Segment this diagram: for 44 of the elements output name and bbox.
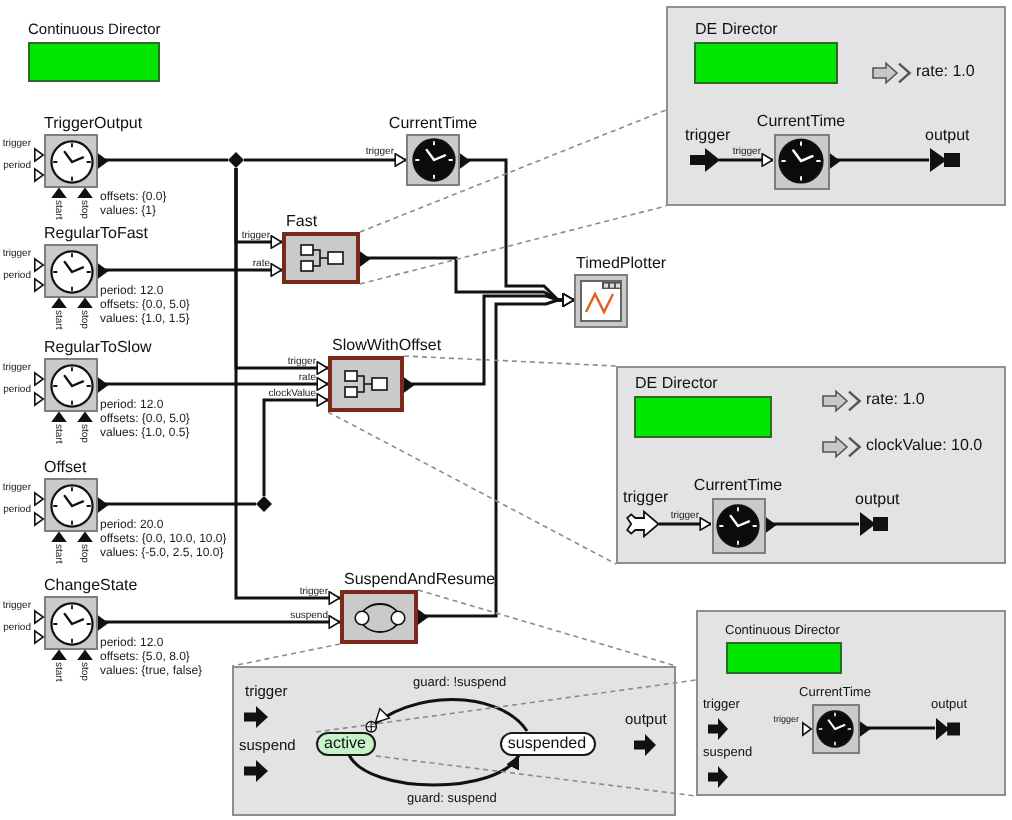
connector-arrow <box>262 393 329 496</box>
connector-arrow <box>234 168 341 605</box>
dashed-line <box>375 755 697 797</box>
dashed-line <box>403 355 617 367</box>
actor-name: RegularToFast <box>44 223 149 242</box>
dashed-line <box>231 643 341 667</box>
actor-name: SlowWithOffset <box>332 335 442 354</box>
state-node: active <box>315 731 375 755</box>
junction-diamond <box>256 496 272 512</box>
actor-name: CurrentTime <box>693 476 783 495</box>
inset-panel <box>666 6 1006 206</box>
actor-name: TriggerOutput <box>44 113 143 132</box>
dashed-line <box>359 205 667 285</box>
port-name: output <box>855 490 900 509</box>
actor-name: SuspendAndResume <box>344 569 496 588</box>
actor-name: CurrentTime <box>388 113 478 132</box>
actor-name: TimedPlotter <box>576 253 667 272</box>
transition-arrow <box>365 698 529 734</box>
dashed-line <box>417 589 677 667</box>
port-name: output <box>925 126 970 145</box>
connector-arrow <box>244 153 407 167</box>
junction-diamond <box>228 152 244 168</box>
inset-panel <box>696 610 1006 796</box>
director-name: DE Director <box>695 20 778 39</box>
port-name: trigger <box>623 488 669 507</box>
inset-panel <box>616 366 1006 564</box>
parameter-text: rate: 1.0 <box>916 61 975 81</box>
actor-name: ChangeState <box>44 575 138 594</box>
dashed-line <box>315 679 697 733</box>
dashed-line <box>359 109 667 233</box>
connector-arrow <box>719 153 774 167</box>
director-name: DE Director <box>635 374 718 393</box>
parameter-text: rate: 1.0 <box>866 389 925 409</box>
actor-name: Offset <box>44 457 87 476</box>
actor-name: CurrentTime <box>756 112 846 131</box>
inset-panel <box>232 666 676 816</box>
state-node: suspended <box>499 731 595 755</box>
connector-arrow <box>659 517 712 531</box>
actor-name: Fast <box>286 211 318 230</box>
parameter-text: clockValue: 10.0 <box>866 435 983 455</box>
actor-name: RegularToSlow <box>44 337 152 356</box>
dashed-line <box>327 411 617 565</box>
port-name: trigger <box>685 126 731 145</box>
transition-arrow <box>347 754 521 787</box>
